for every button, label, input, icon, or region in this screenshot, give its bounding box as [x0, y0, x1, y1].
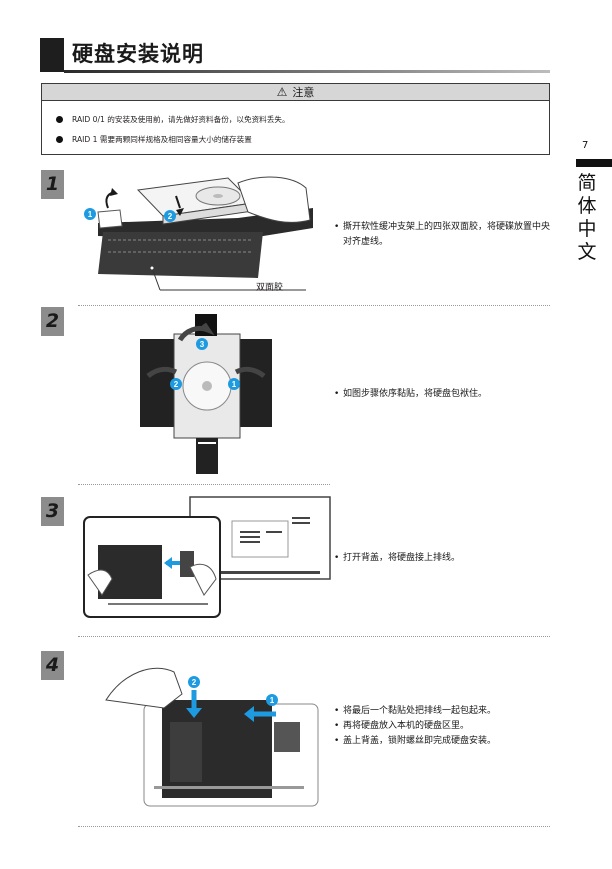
notice-item-text: RAID 0/1 的安装及使用前，请先做好资料备份，以免资料丢失。 [72, 114, 290, 124]
hdd-wrap-diagram: 3 2 1 [140, 314, 272, 474]
step-2-illustration: 3 2 1 [140, 314, 272, 474]
svg-text:1: 1 [88, 210, 93, 219]
svg-text:1: 1 [270, 696, 275, 705]
notice-title: 注意 [292, 86, 315, 99]
step-2-bullet: 如图步骤依序黏贴，将硬盘包袱住。 [334, 387, 552, 402]
install-hdd-diagram: 2 1 [105, 667, 319, 807]
notice-box: ⚠ 注意 RAID 0/1 的安装及使用前，请先做好资料备份，以免资料丢失。 RA… [41, 83, 550, 155]
hdd-bracket-diagram: 1 2 [84, 176, 313, 291]
step-2-badge: 2 [41, 307, 64, 336]
step-1-illustration: 1 2 [78, 168, 318, 300]
page-title: 硬盘安装说明 [72, 42, 204, 66]
step-3-badge: 3 [41, 497, 64, 526]
svg-text:3: 3 [200, 340, 205, 349]
page-number: 7 [582, 140, 589, 151]
svg-text:1: 1 [232, 380, 237, 389]
step-4-bullet: 再将硬盘放入本机的硬盘区里。 [334, 719, 552, 734]
language-label: 简体中文 [577, 172, 597, 263]
bullet-icon [56, 115, 63, 123]
title-accent-block [40, 38, 64, 72]
open-back-cover-diagram [83, 496, 331, 618]
notice-header: ⚠ 注意 [42, 84, 549, 101]
svg-text:2: 2 [174, 380, 179, 389]
step-3-illustration [82, 495, 334, 621]
step-1-text: 撕开软性缓冲支架上的四张双面胶，将硬碟放置中央对齐虚线。 [334, 220, 552, 250]
notice-list: RAID 0/1 的安装及使用前，请先做好资料备份，以免资料丢失。 RAID 1… [42, 101, 549, 149]
step-1-bullet: 撕开软性缓冲支架上的四张双面胶，将硬碟放置中央对齐虚线。 [334, 220, 552, 250]
step-1-badge: 1 [41, 170, 64, 199]
step-divider [78, 636, 550, 637]
title-underline [64, 70, 550, 73]
double-sided-tape-callout: 双面胶 [256, 283, 284, 293]
notice-item-text: RAID 1 需要两颗同样规格及相同容量大小的储存装置 [72, 134, 252, 144]
step-3-text: 打开背盖，将硬盘接上排线。 [334, 551, 552, 566]
notice-item: RAID 1 需要两颗同样规格及相同容量大小的储存装置 [56, 129, 549, 149]
step-4-text: 将最后一个黏贴处把排线一起包起来。 再将硬盘放入本机的硬盘区里。 盖上背盖，锁附… [334, 704, 552, 749]
step-3-bullet: 打开背盖，将硬盘接上排线。 [334, 551, 552, 566]
step-divider [78, 305, 550, 306]
svg-text:2: 2 [192, 678, 197, 687]
language-tab-bar [576, 159, 612, 167]
step-4-illustration: 2 1 [104, 652, 320, 810]
bullet-icon [56, 135, 63, 143]
step-4-bullet: 盖上背盖，锁附螺丝即完成硬盘安装。 [334, 734, 552, 749]
step-2-text: 如图步骤依序黏贴，将硬盘包袱住。 [334, 387, 552, 402]
step-4-badge: 4 [41, 651, 64, 680]
warning-icon: ⚠ [276, 85, 288, 99]
step-divider [78, 484, 330, 485]
step-divider [78, 826, 550, 827]
step-4-bullet: 将最后一个黏贴处把排线一起包起来。 [334, 704, 552, 719]
notice-item: RAID 0/1 的安装及使用前，请先做好资料备份，以免资料丢失。 [56, 109, 549, 129]
svg-text:2: 2 [168, 212, 173, 221]
